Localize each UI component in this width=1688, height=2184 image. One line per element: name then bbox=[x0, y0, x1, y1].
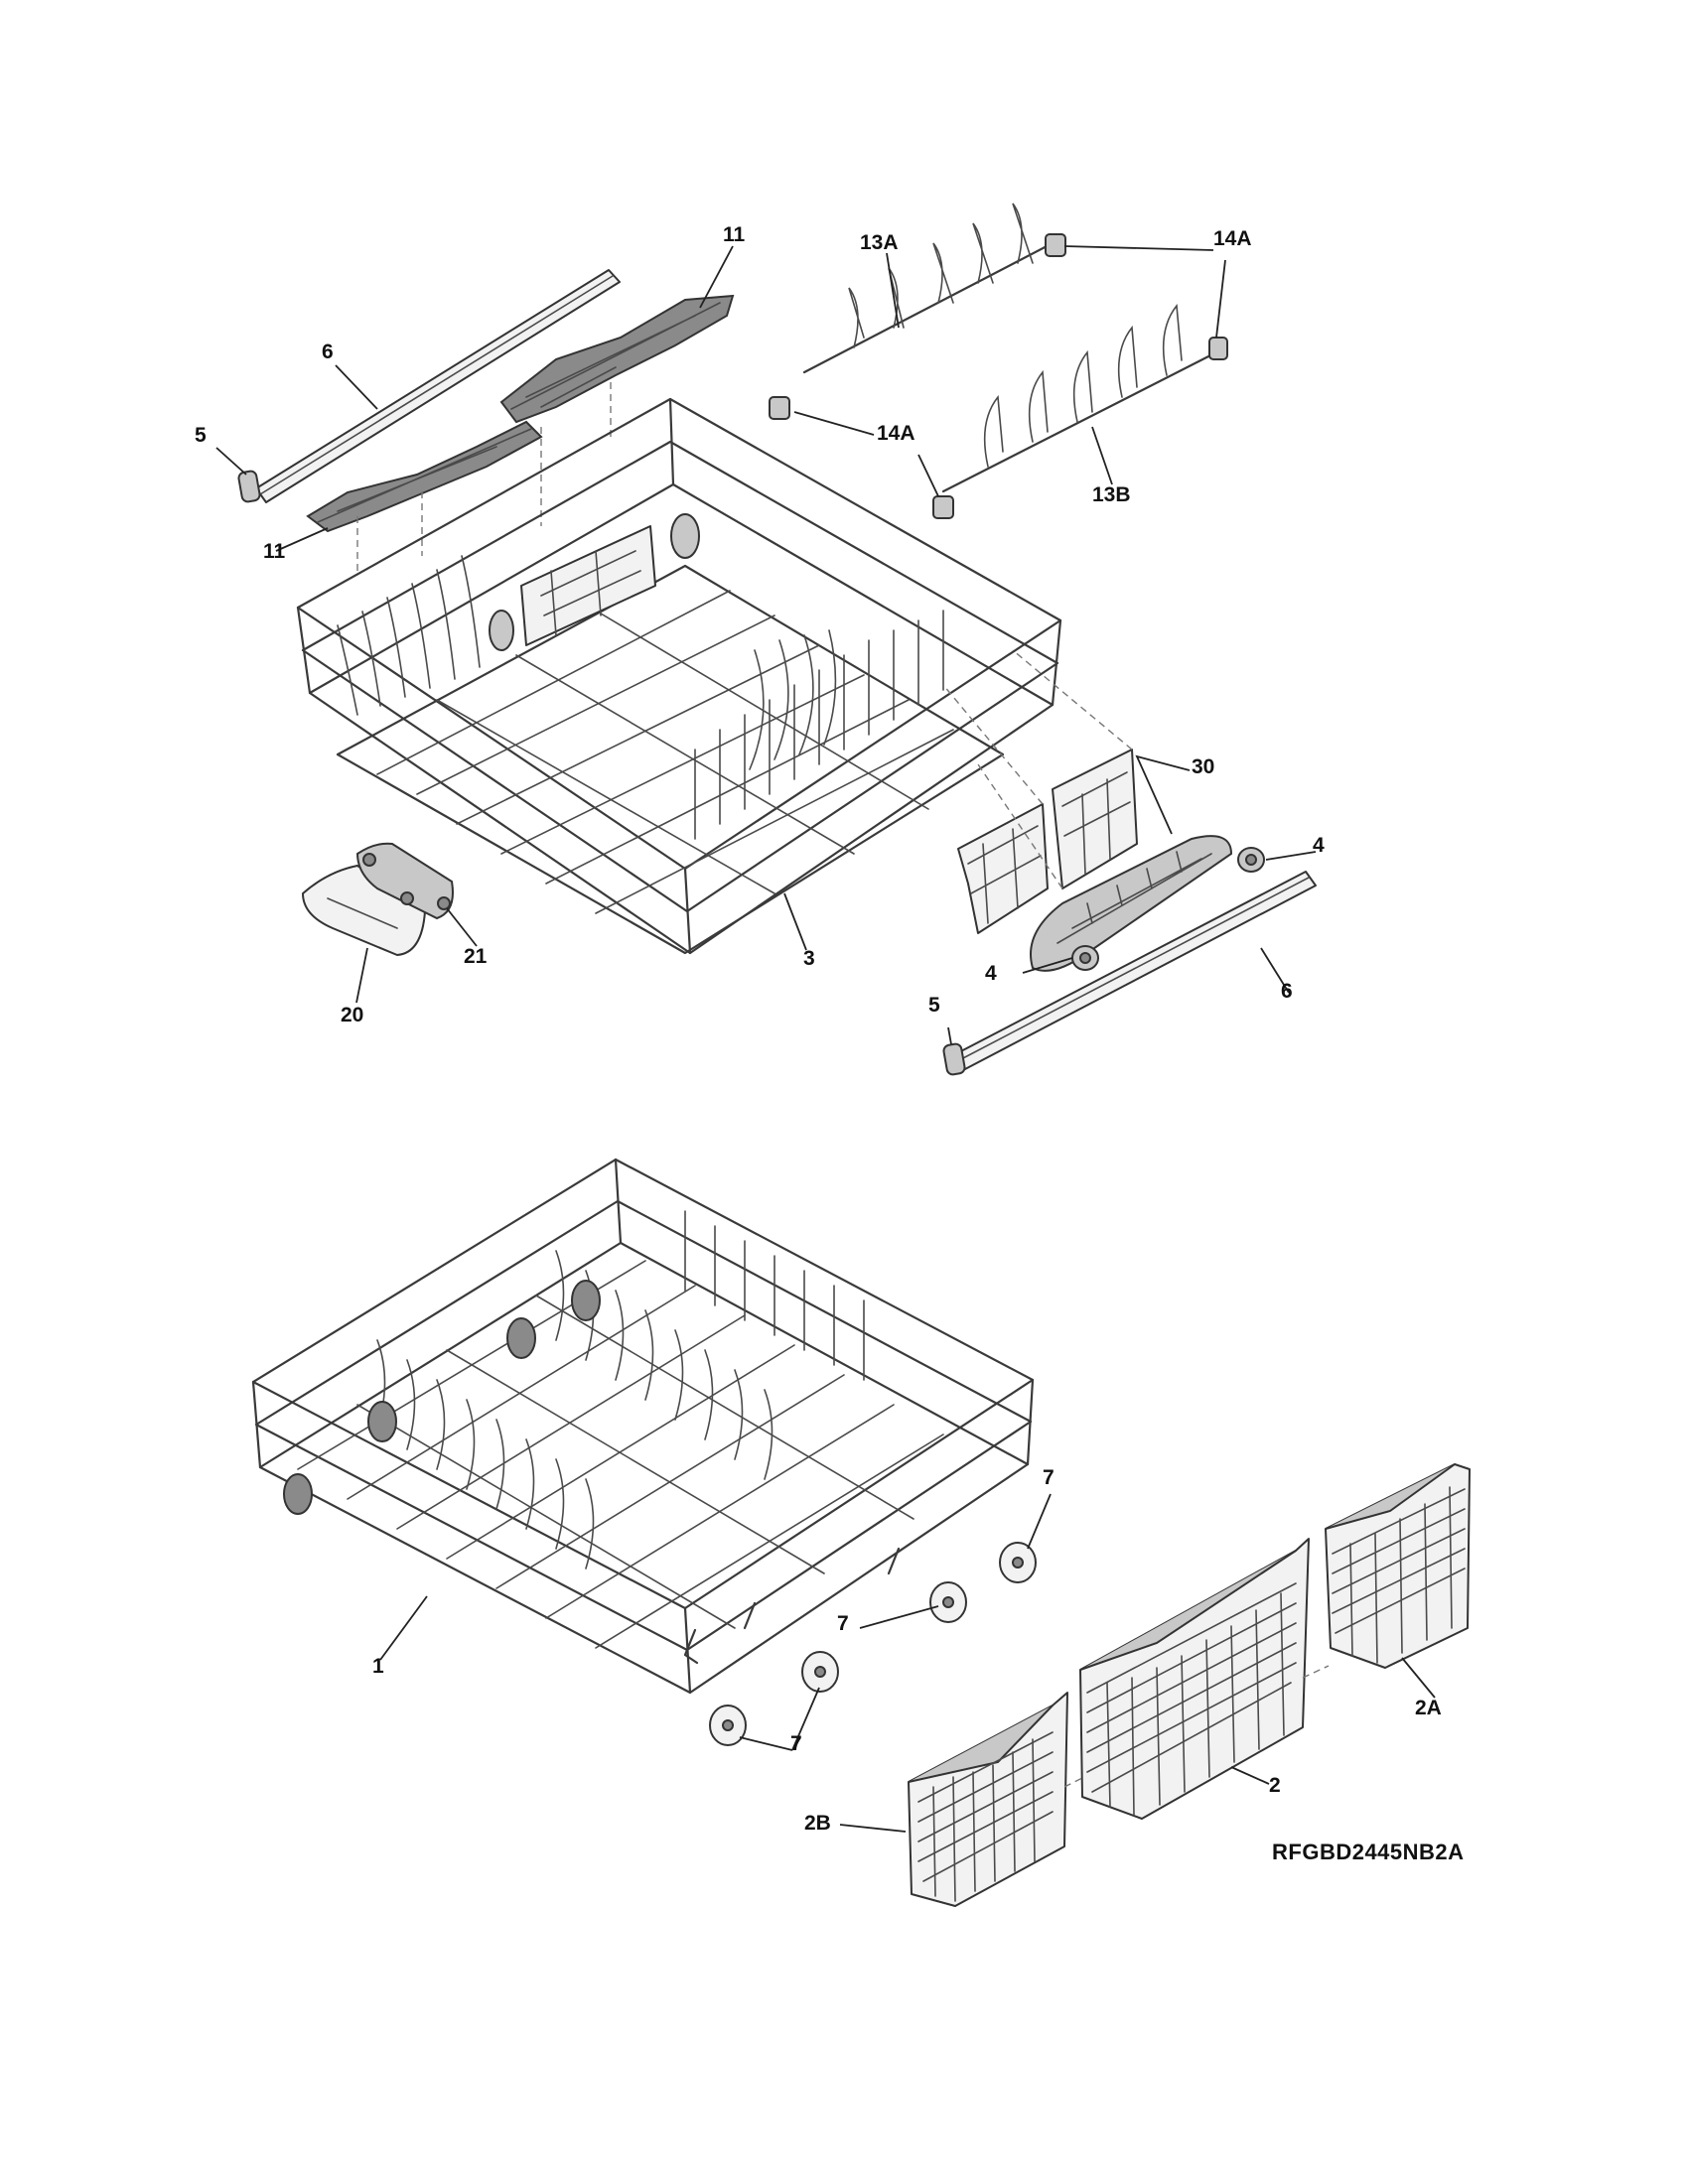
rack-rail-top bbox=[255, 269, 621, 503]
callout-6-bottom: 6 bbox=[1281, 980, 1293, 1003]
tine-row-a bbox=[802, 203, 1055, 374]
callout-7-a: 7 bbox=[1043, 1466, 1055, 1489]
silverware-basket-right bbox=[1325, 1463, 1471, 1669]
callout-11-left: 11 bbox=[263, 540, 286, 563]
callout-7-b: 7 bbox=[837, 1612, 849, 1635]
callout-7-c: 7 bbox=[790, 1732, 802, 1755]
callout-13a: 13A bbox=[860, 231, 899, 254]
callout-3: 3 bbox=[803, 947, 815, 970]
callout-6-top: 6 bbox=[322, 341, 334, 363]
callout-14a-top: 14A bbox=[1213, 227, 1252, 250]
callout-2a: 2A bbox=[1415, 1697, 1442, 1719]
callout-30: 30 bbox=[1192, 755, 1215, 778]
cup-shelf-lower bbox=[306, 420, 543, 533]
lower-rack-wheel bbox=[709, 1542, 1037, 1746]
callout-14a-mid: 14A bbox=[877, 422, 915, 445]
rail-end-cap-bottom bbox=[942, 1042, 966, 1076]
model-code-label: RFGBD2445NB2A bbox=[1272, 1840, 1465, 1864]
callout-13b: 13B bbox=[1092, 483, 1131, 506]
callout-21: 21 bbox=[464, 945, 488, 968]
cup-shelf-upper bbox=[499, 294, 735, 424]
callout-2b: 2B bbox=[804, 1812, 831, 1835]
silverware-basket-center bbox=[1079, 1538, 1310, 1820]
rack-handle bbox=[302, 865, 426, 956]
lower-rack bbox=[251, 1158, 1035, 1695]
upper-rack-wheel bbox=[1071, 847, 1265, 971]
callout-5-bottom: 5 bbox=[928, 994, 940, 1017]
upper-rack bbox=[296, 397, 1062, 955]
rack-handle-insert bbox=[355, 842, 454, 920]
callout-4-right: 4 bbox=[1313, 834, 1325, 857]
callout-20: 20 bbox=[341, 1004, 364, 1026]
rail-end-cap-top bbox=[237, 470, 261, 503]
callout-4-bottom: 4 bbox=[985, 962, 997, 985]
callout-1: 1 bbox=[372, 1655, 384, 1678]
callout-11-top: 11 bbox=[723, 223, 746, 246]
callout-2: 2 bbox=[1269, 1774, 1281, 1797]
tine-row-b bbox=[941, 303, 1218, 493]
rack-adjuster bbox=[942, 649, 1233, 972]
callout-5-top: 5 bbox=[195, 424, 207, 447]
silverware-basket-left bbox=[908, 1692, 1068, 1907]
tine-clip bbox=[769, 233, 1228, 519]
leader-lines bbox=[215, 245, 1436, 1833]
